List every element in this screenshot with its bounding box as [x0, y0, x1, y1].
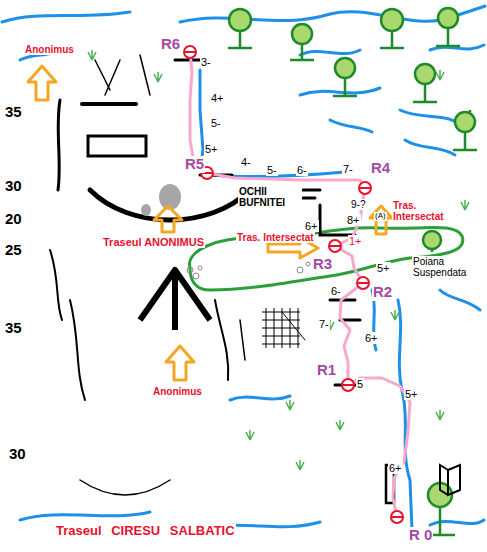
- belay-station: R2: [372, 284, 393, 301]
- grade: 5+: [404, 388, 419, 400]
- pitch-length: 35: [4, 320, 23, 337]
- pitch-length: 20: [4, 211, 23, 228]
- grade: 6+: [304, 220, 319, 232]
- crossing-note: Tras. Intersectat: [236, 232, 315, 243]
- belay-station: R4: [370, 160, 391, 177]
- grade: 5+: [204, 143, 219, 155]
- belay-station: R 0: [408, 527, 433, 544]
- crossing-note: Tras. Intersectat: [392, 200, 456, 222]
- grade: 6-: [330, 285, 342, 297]
- grade: 8+: [346, 214, 361, 226]
- grade: 4-: [240, 156, 252, 168]
- grade: 9-?: [350, 199, 366, 210]
- grade: 7-: [318, 318, 330, 330]
- grade: 4+: [210, 92, 225, 104]
- grade: 6+: [388, 462, 403, 474]
- aid-note: (A): [374, 212, 387, 221]
- grade: 3-: [200, 56, 212, 68]
- grade: 5+: [376, 262, 391, 274]
- grade: 5: [356, 378, 364, 390]
- grade: 1+: [348, 235, 363, 247]
- pitch-length: 30: [8, 446, 27, 463]
- pitch-length: 35: [4, 104, 23, 121]
- route-name: Traseul ANONIMUS: [102, 236, 205, 248]
- pitch-length: 25: [4, 242, 23, 259]
- pitch-length: 30: [4, 178, 23, 195]
- grade: 5-: [266, 164, 278, 176]
- belay-station: R6: [160, 36, 181, 53]
- belay-station: R3: [312, 256, 333, 273]
- belay-station: R5: [184, 156, 205, 173]
- grade: 6-: [296, 164, 308, 176]
- feature-name: Poiana Suspendata: [412, 256, 476, 278]
- grade: 6+: [364, 332, 379, 344]
- grade: 5-: [210, 117, 222, 129]
- feature-name: OCHII BUFNITEI: [238, 186, 302, 208]
- route-name: Anonimus: [152, 386, 203, 397]
- route-name: Anonimus: [24, 44, 75, 55]
- grade: 7-: [342, 163, 354, 175]
- route-title: Traseul CIRESU SALBATIC: [55, 524, 236, 538]
- belay-station: R1: [316, 362, 337, 379]
